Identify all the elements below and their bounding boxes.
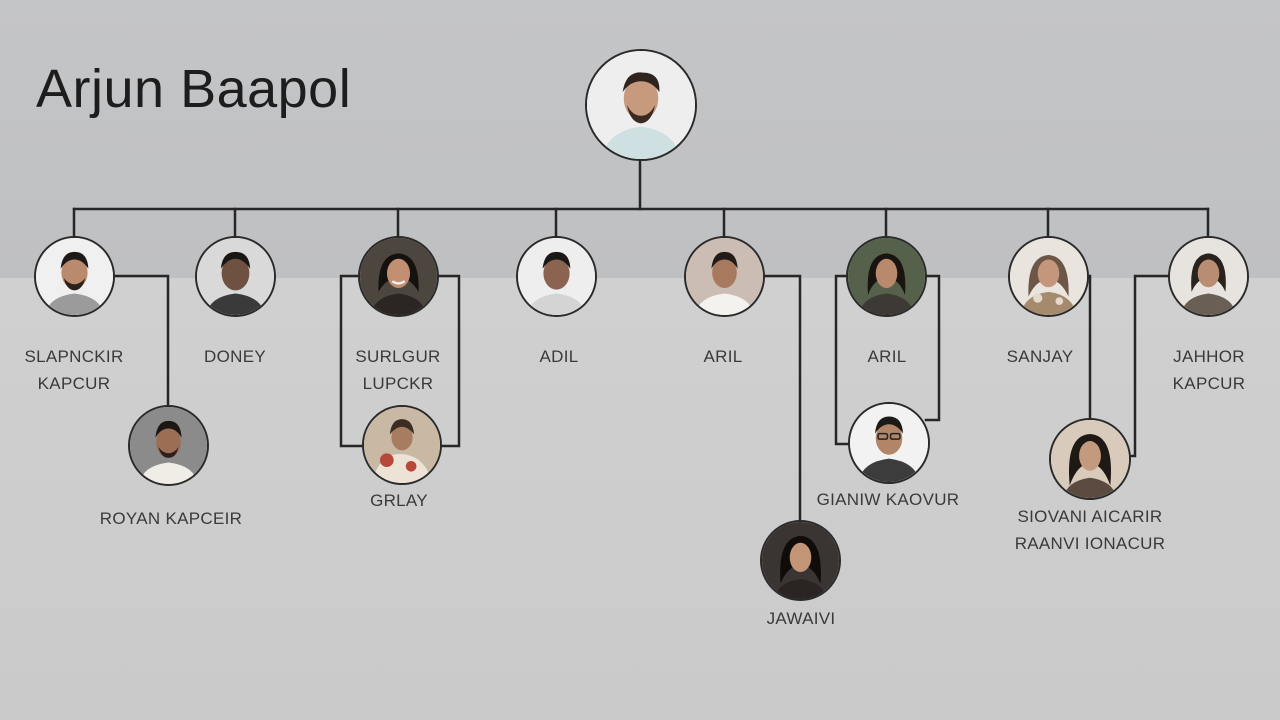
person-avatar-icon	[518, 238, 595, 315]
name-line-2: KAPCUR	[1172, 374, 1246, 393]
link-m3-c2-right	[436, 274, 461, 448]
member-avatar-m4[interactable]	[516, 236, 597, 317]
child-avatar-c2[interactable]	[362, 405, 442, 485]
name-line-1: SIOVANI AICARIR	[1017, 507, 1163, 526]
tree-background	[0, 278, 1280, 720]
person-avatar-icon	[762, 522, 839, 599]
name-line-1: SLAPNCKIR	[24, 347, 124, 366]
person-avatar-icon	[587, 51, 695, 159]
member-name-m2: DONEY	[204, 343, 266, 370]
child-avatar-c3[interactable]	[760, 520, 841, 601]
member-name-m5: ARIL	[704, 343, 743, 370]
child-name-c2: GRLAY	[370, 487, 428, 514]
child-avatar-c5[interactable]	[1049, 418, 1131, 500]
member-name-m6: ARIL	[868, 343, 907, 370]
name-line-1: SURLGUR	[355, 347, 441, 366]
person-avatar-icon	[36, 238, 113, 315]
child-name-c1: ROYAN KAPCEIR	[100, 505, 242, 532]
person-avatar-icon	[130, 407, 207, 484]
link-m7-c5	[1086, 274, 1092, 422]
member-avatar-m7[interactable]	[1008, 236, 1089, 317]
name-line-1: SANJAY	[1006, 347, 1074, 366]
name-line-1: ARIL	[867, 347, 907, 366]
person-avatar-icon	[1170, 238, 1247, 315]
person-avatar-icon	[364, 407, 440, 483]
person-avatar-icon	[850, 404, 928, 482]
root-avatar[interactable]	[585, 49, 697, 161]
link-m6-c4-right	[922, 274, 941, 422]
member-avatar-m6[interactable]	[846, 236, 927, 317]
member-name-m3: SURLGUR LUPCKR	[355, 343, 440, 397]
name-line-1: ARIL	[703, 347, 743, 366]
name-line-1: GIANIW KAOVUR	[816, 490, 960, 509]
member-avatar-m5[interactable]	[684, 236, 765, 317]
member-name-m7: SANJAY	[1007, 343, 1074, 370]
child-name-c4: GIANIW KAOVUR	[817, 486, 960, 513]
child-avatar-c4[interactable]	[848, 402, 930, 484]
person-avatar-icon	[360, 238, 437, 315]
name-line-1: JAHHOR	[1173, 347, 1245, 366]
member-name-m4: ADIL	[540, 343, 579, 370]
name-line-2: LUPCKR	[362, 374, 434, 393]
link-m1-c1	[112, 274, 170, 408]
name-line-1: ROYAN KAPCEIR	[99, 509, 243, 528]
member-name-m1: SLAPNCKIR KAPCUR	[24, 343, 123, 397]
member-name-m8: JAHHOR KAPCUR	[1173, 343, 1246, 397]
member-avatar-m8[interactable]	[1168, 236, 1249, 317]
child-avatar-c1[interactable]	[128, 405, 209, 486]
member-avatar-m3[interactable]	[358, 236, 439, 317]
person-avatar-icon	[197, 238, 274, 315]
member-avatar-m2[interactable]	[195, 236, 276, 317]
person-avatar-icon	[1051, 420, 1129, 498]
child-name-c5: SIOVANI AICARIR RAANVI IONACUR	[1015, 503, 1166, 557]
person-avatar-icon	[686, 238, 763, 315]
link-m3-c2	[339, 274, 366, 448]
name-line-1: JAWAIVI	[766, 609, 836, 628]
link-m8-c5	[1126, 274, 1172, 458]
name-line-1: DONEY	[204, 347, 266, 366]
name-line-2: RAANVI IONACUR	[1014, 534, 1166, 553]
name-line-1: ADIL	[539, 347, 579, 366]
member-avatar-m1[interactable]	[34, 236, 115, 317]
link-m5-c3	[762, 274, 802, 522]
page-title: Arjun Baapol	[36, 59, 352, 119]
person-avatar-icon	[848, 238, 925, 315]
link-m6-c4	[834, 274, 854, 446]
name-line-2: KAPCUR	[37, 374, 111, 393]
name-line-1: GRLAY	[370, 491, 428, 510]
child-name-c3: JAWAIVI	[767, 605, 836, 632]
person-avatar-icon	[1010, 238, 1087, 315]
